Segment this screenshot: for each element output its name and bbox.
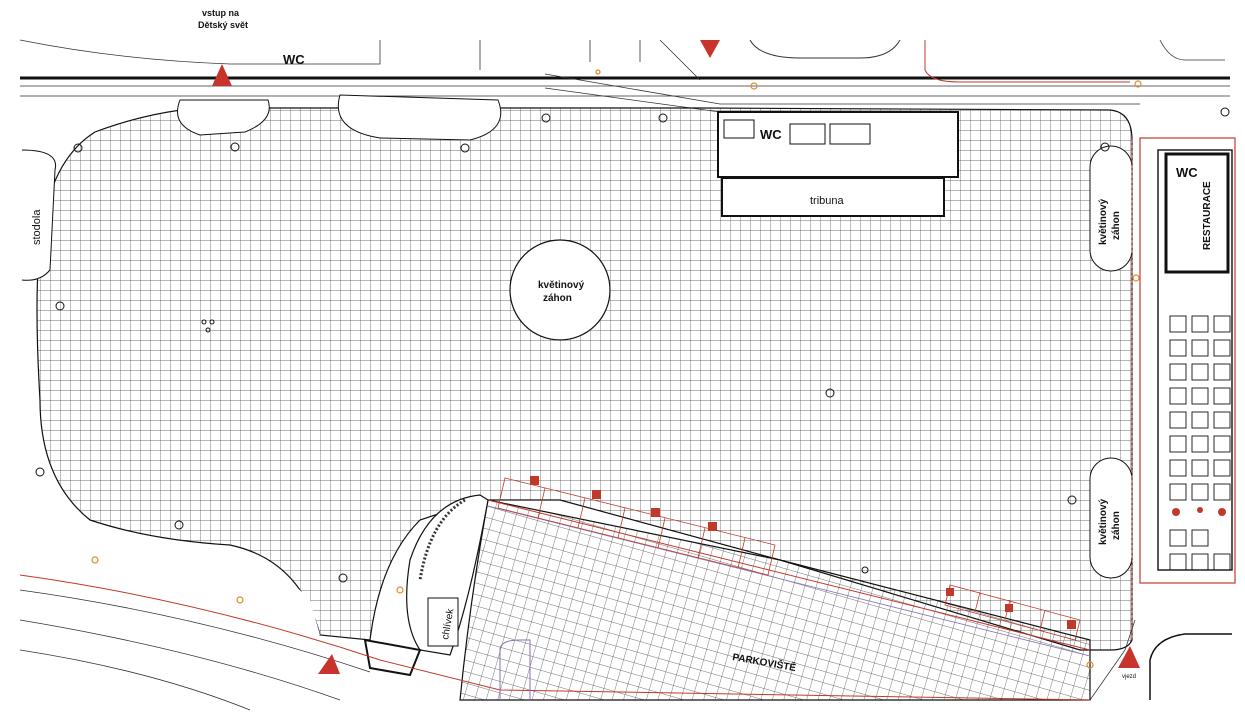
flowerbed-right-bottom-label-line1: květinový [1098,498,1109,545]
island-top-middle [338,94,502,141]
parking-spots-bottom [944,584,1081,641]
trees [35,107,1230,583]
stage-building [717,111,959,217]
wc-restaurant-label: WC [1176,165,1198,180]
entrance-label-line2: Dětský svět [198,20,248,30]
wc-stage-label: WC [760,127,782,142]
entry-arrows [212,40,1140,674]
restaurant-seating [1169,315,1231,571]
flowerbed-center-label-line2: záhon [543,293,572,304]
main-plaza [36,105,1133,651]
flowerbed-right-top-label-line2: záhon [1111,211,1122,240]
red-markers [530,476,1076,629]
flowerbed-right-top [1089,145,1133,272]
lawn-bottom-left [90,528,320,635]
flowerbed-center-label-line1: květinový [538,280,585,291]
restaurant-red-chairs [1172,507,1226,516]
shed-label: chlívek [440,607,456,641]
restaurant-building [1131,137,1236,640]
tribune-label: tribuna [810,195,845,207]
parking-spots-top [497,477,776,576]
entrance-label-line1: vstup na [202,8,240,18]
barn-outline [21,149,57,281]
flowerbed-right-bottom-label-line2: záhon [1111,511,1122,540]
island-top-left [177,99,270,136]
orange-points [91,69,1142,669]
shed-area [363,494,489,677]
bottom-road [19,574,1232,711]
wc-top-label: WC [283,52,305,67]
flowerbed-center [509,239,611,341]
flowerbed-right-top-label-line1: květinový [1098,198,1109,245]
barn-label: stodola [31,209,43,245]
driveway-label: vjezd [1122,674,1136,680]
restaurant-label: RESTAURACE [1202,181,1213,250]
